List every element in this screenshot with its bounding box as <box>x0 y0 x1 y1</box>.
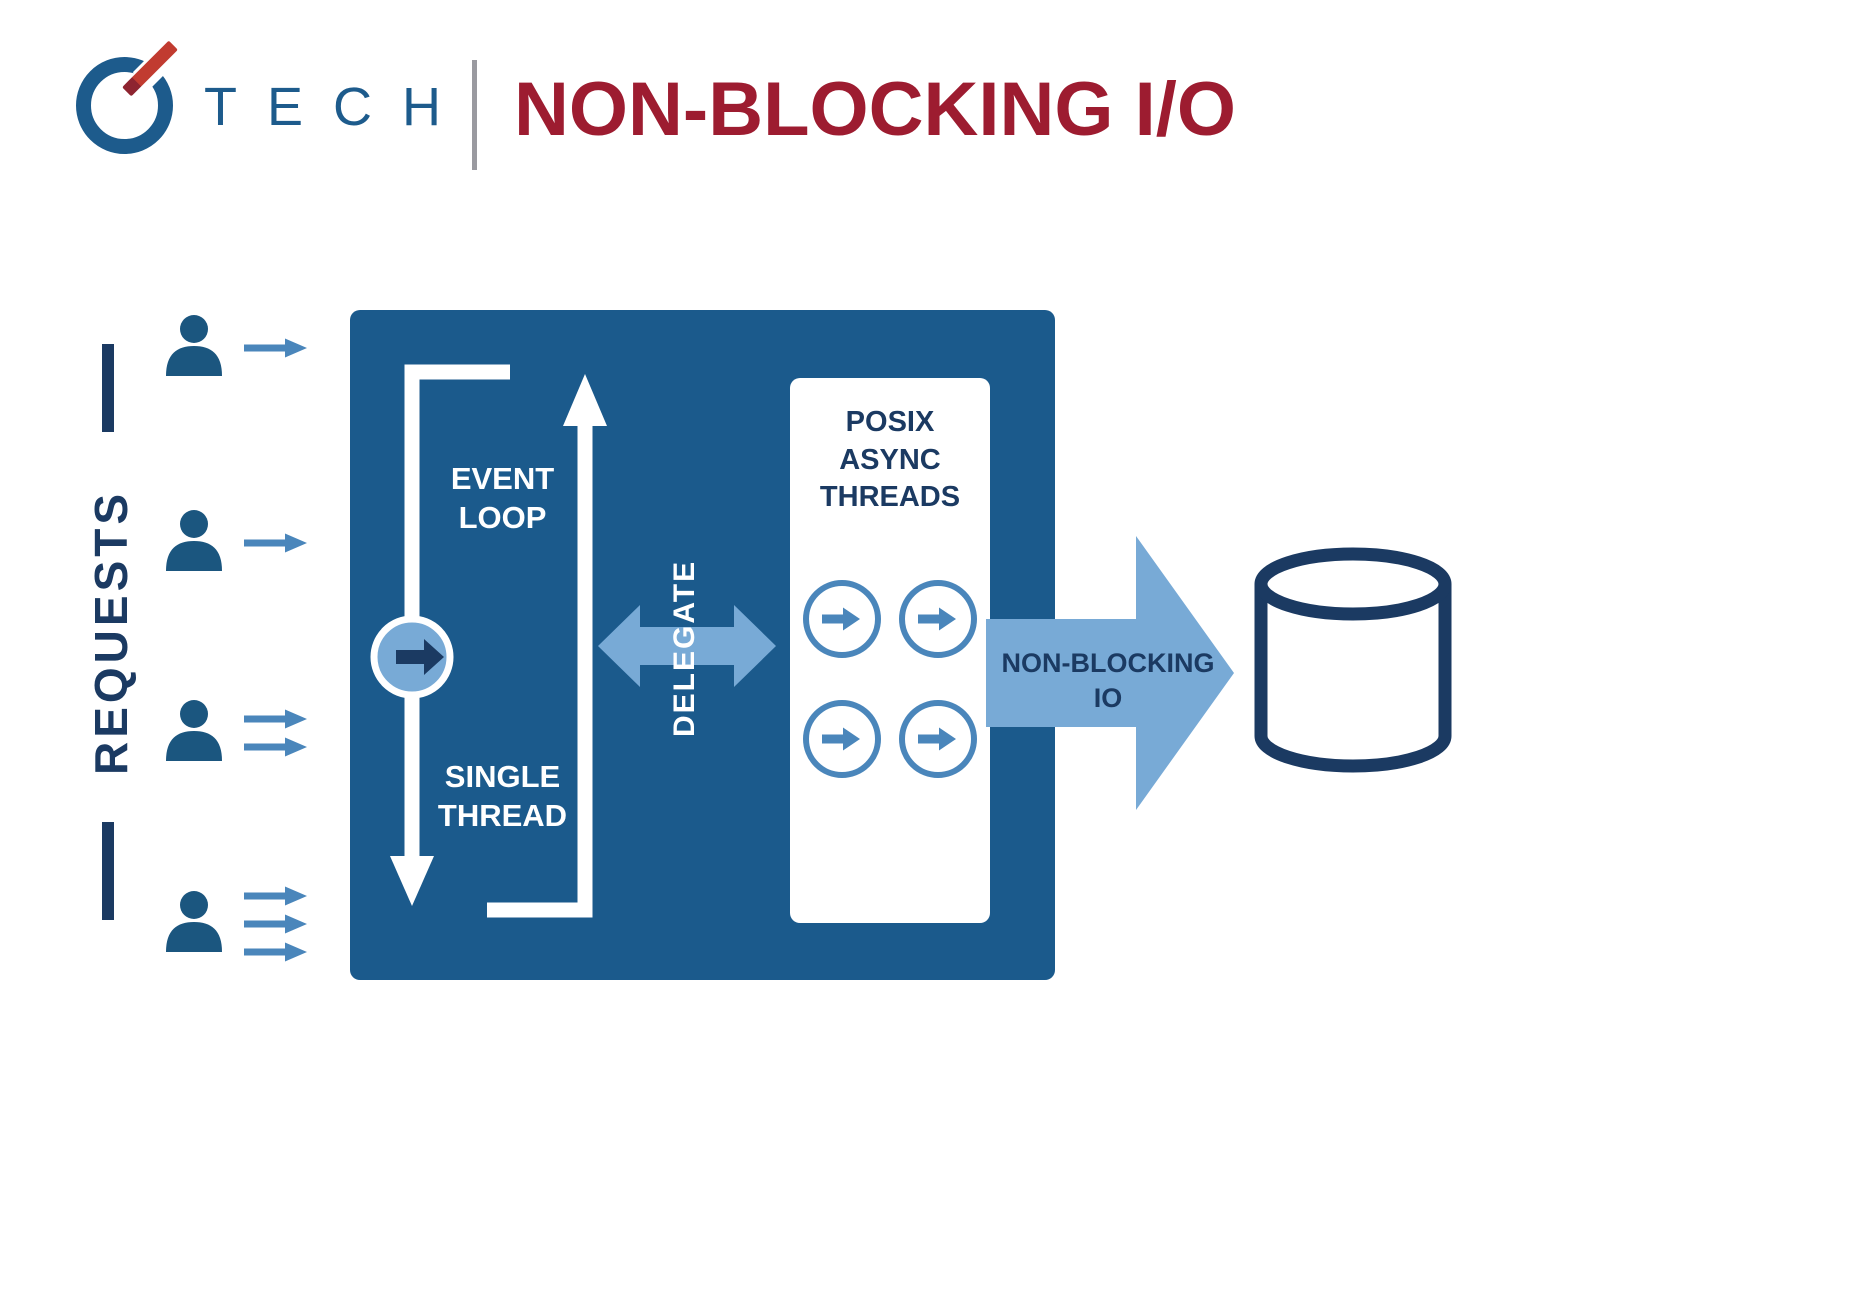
loop-down-arrowhead <box>390 856 434 906</box>
event-loop-box: EVENT LOOP SINGLE THREAD DELEGATE POSIX … <box>350 310 1055 980</box>
delegate-arrow-icon <box>598 605 776 687</box>
requests-line-top <box>102 344 114 432</box>
posix-threads-label: POSIX ASYNC THREADS <box>819 406 961 514</box>
page-title: NON-BLOCKING I/O <box>514 67 1236 152</box>
request-arrow-icon <box>244 737 307 757</box>
marker-arrow-icon <box>396 639 444 675</box>
request-arrow-icon <box>244 709 307 729</box>
request-row <box>158 697 308 769</box>
request-row <box>158 507 308 579</box>
request-arrow-icon <box>244 338 307 358</box>
header-divider <box>472 60 477 170</box>
person-icon <box>166 510 222 571</box>
requests-line-bottom <box>102 822 114 920</box>
thread-circles-grid <box>790 580 990 778</box>
person-icon <box>166 315 222 376</box>
requests-label: REQUESTS <box>85 489 137 775</box>
request-arrow-icon <box>244 886 307 906</box>
database-icon <box>1254 547 1452 773</box>
person-icon <box>166 891 222 952</box>
request-row <box>158 312 308 384</box>
loop-up-arrowhead <box>563 374 607 426</box>
thread-arrow-icon <box>918 607 956 631</box>
event-loop-label: EVENT LOOP <box>450 461 555 535</box>
request-arrow-icon <box>244 533 307 553</box>
request-arrow-stack <box>244 533 308 553</box>
event-loop-graphic <box>370 364 607 918</box>
thread-arrow-icon <box>822 727 860 751</box>
posix-threads-panel: POSIX ASYNC THREADS <box>790 378 990 923</box>
request-arrow-stack <box>244 709 308 757</box>
person-icon <box>166 700 222 761</box>
non-blocking-io-arrow-icon <box>986 536 1234 810</box>
thread-circle-icon <box>803 580 881 658</box>
request-arrow-stack <box>244 886 308 962</box>
thread-arrow-icon <box>822 607 860 631</box>
logo-text: TECH <box>204 77 471 137</box>
single-thread-label: SINGLE THREAD <box>437 759 568 833</box>
non-blocking-io-label: NON-BLOCKING IO <box>1001 648 1215 714</box>
thread-circle-icon <box>803 700 881 778</box>
delegate-label: DELEGATE <box>668 559 701 737</box>
thread-circle-icon <box>899 580 977 658</box>
thread-circle-icon <box>899 700 977 778</box>
request-row <box>158 886 308 962</box>
request-arrow-icon <box>244 942 307 962</box>
thread-arrow-icon <box>918 727 956 751</box>
request-arrow-icon <box>244 914 307 934</box>
request-arrow-stack <box>244 338 308 358</box>
